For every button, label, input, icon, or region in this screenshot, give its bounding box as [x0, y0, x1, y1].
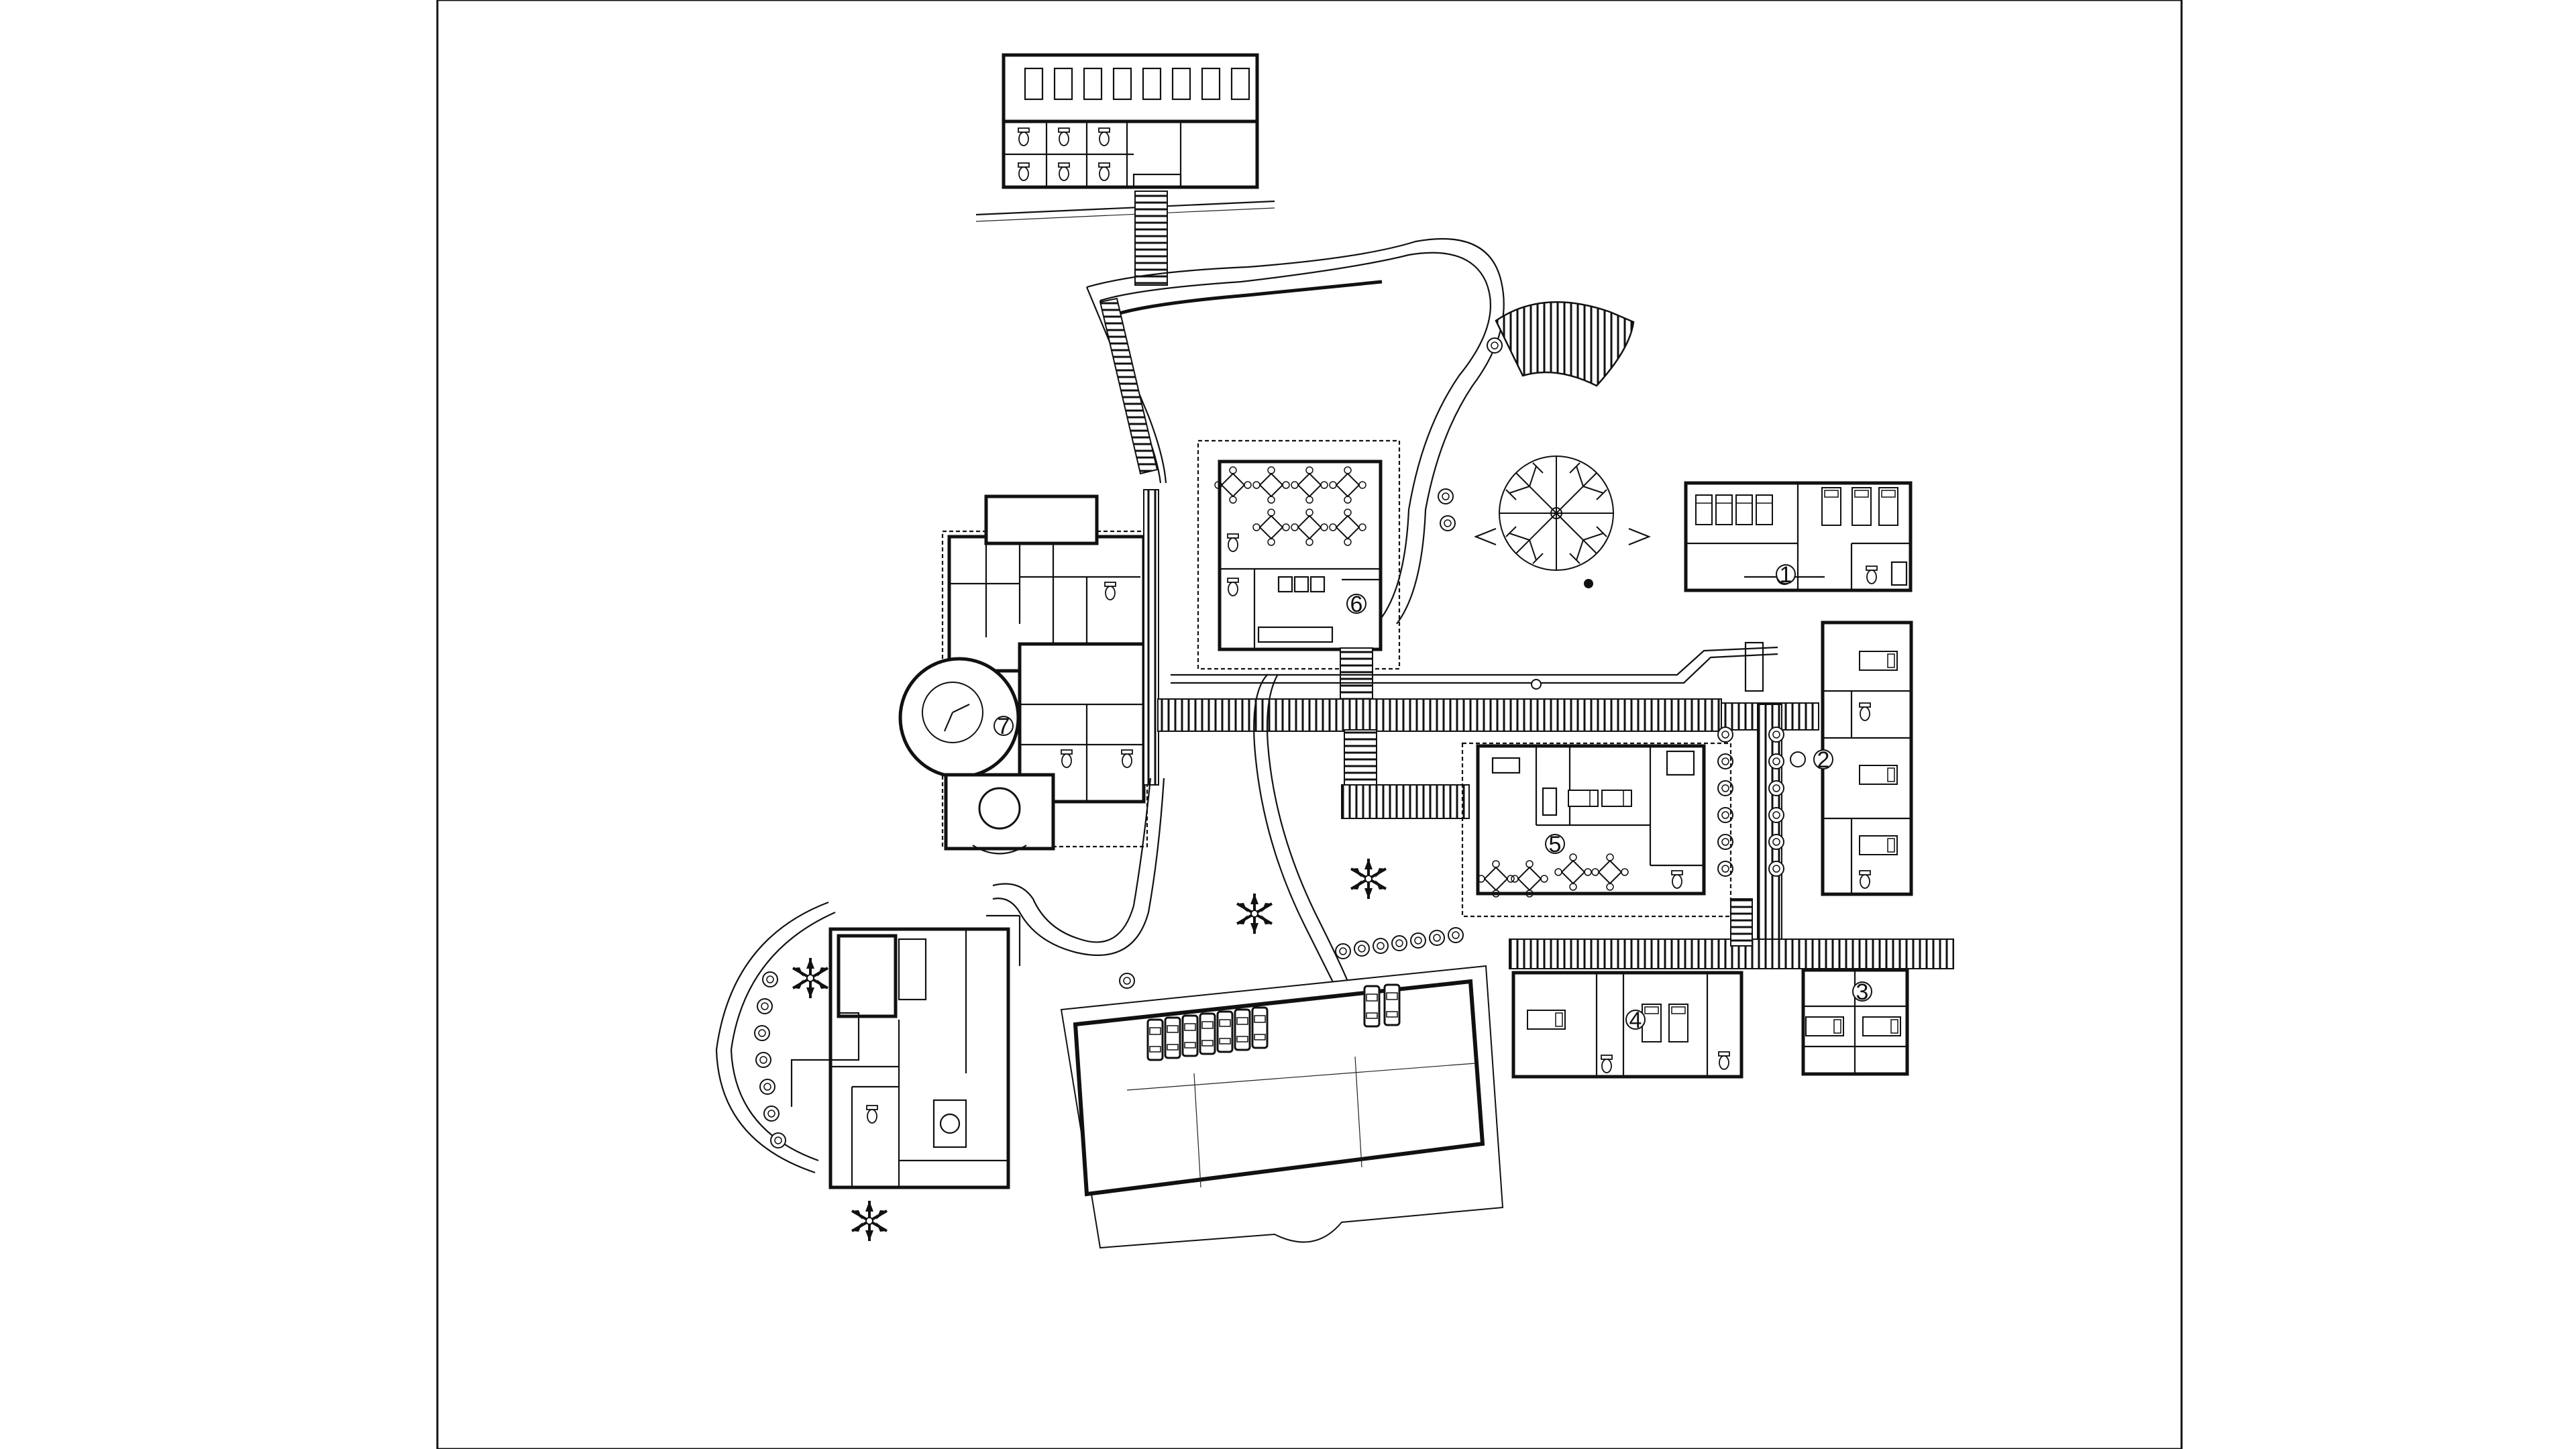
entry-arrow-icon [1628, 527, 1651, 546]
zone-label-6: 6 [1350, 592, 1363, 617]
palm-tree-icon [1236, 892, 1273, 935]
building-2 [1717, 621, 1913, 896]
zone-marker-4: 4 [1625, 1008, 1646, 1033]
zone-label-1: 1 [1780, 562, 1792, 588]
zone-label-4: 4 [1629, 1008, 1642, 1033]
building-1 [1684, 481, 1913, 592]
zone-markers: 1 2 3 4 5 6 7 [994, 562, 1872, 1033]
zone-marker-5: 5 [1545, 832, 1565, 857]
palm-tree-icon [1350, 857, 1387, 900]
zone-label-5: 5 [1549, 832, 1562, 857]
zone-marker-3: 3 [1852, 979, 1872, 1005]
entry-arrow-icon [1474, 527, 1497, 546]
building-5 [1461, 742, 1732, 918]
path-stairs [1099, 297, 1159, 475]
shrub-icon [1584, 579, 1593, 588]
shrub-icon [1438, 488, 1454, 504]
zone-marker-1: 1 [1776, 562, 1796, 588]
boardwalks [1157, 641, 1954, 969]
fan-deck [1487, 301, 1635, 387]
zone-label-3: 3 [1856, 979, 1869, 1005]
shrub-icon [1440, 515, 1456, 531]
building-7 [898, 489, 1159, 855]
zone-marker-7: 7 [994, 714, 1014, 739]
canopy-tree-icon [1499, 455, 1614, 571]
top-building [975, 53, 1275, 286]
winding-path [992, 674, 1351, 987]
zone-label-7: 7 [998, 714, 1010, 739]
building-6 [1197, 439, 1401, 729]
palm-tree-icon [851, 1199, 888, 1242]
bottom-left-building [715, 901, 1021, 1189]
palm-tree-icon [792, 957, 829, 1000]
zone-label-2: 2 [1817, 747, 1830, 773]
sheet-frame [436, 0, 2183, 1449]
pool-area [1060, 927, 1504, 1249]
zone-marker-6: 6 [1346, 592, 1366, 617]
zone-marker-2: 2 [1813, 747, 1833, 773]
